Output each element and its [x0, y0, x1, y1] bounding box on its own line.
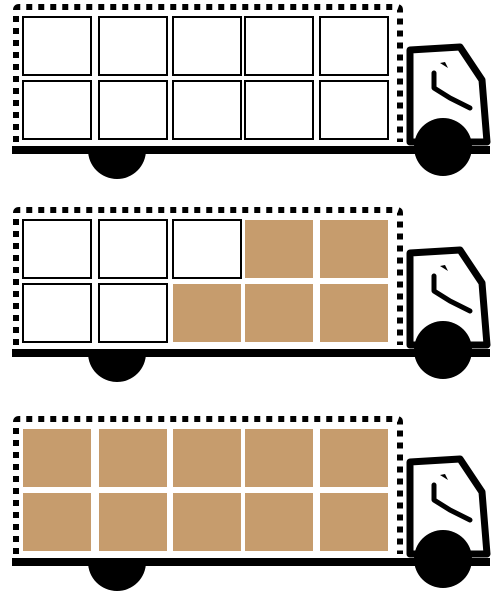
cargo-slot-empty	[23, 284, 91, 342]
cab-window	[434, 73, 470, 108]
cargo-box-filled	[320, 493, 388, 551]
cargo-slot-empty	[320, 17, 388, 75]
cargo-box-filled	[320, 220, 388, 278]
cargo-box-filled	[245, 493, 313, 551]
truck-full	[12, 419, 490, 591]
cargo-box-filled	[245, 220, 313, 278]
cargo-slot-empty	[99, 17, 167, 75]
cargo-box-filled	[99, 429, 167, 487]
rear-wheel-icon	[88, 353, 146, 382]
cargo-slot-empty	[245, 17, 313, 75]
cargo-slot-empty	[173, 17, 241, 75]
cab-mirror	[440, 62, 448, 68]
cargo-box-filled	[173, 429, 241, 487]
cargo-box-filled	[245, 429, 313, 487]
cargo-box-filled	[320, 284, 388, 342]
cargo-slot-empty	[99, 81, 167, 139]
cargo-box-filled	[23, 493, 91, 551]
cargo-box-filled	[99, 493, 167, 551]
rear-wheel-icon	[88, 150, 146, 179]
front-wheel-icon	[414, 530, 472, 588]
cargo-box-filled	[320, 429, 388, 487]
cab-window	[434, 485, 470, 520]
cargo-slot-empty	[173, 220, 241, 278]
cab-mirror	[440, 474, 448, 480]
cab-window	[434, 276, 470, 311]
cargo-slot-empty	[320, 81, 388, 139]
front-wheel-icon	[414, 321, 472, 379]
rear-wheel-icon	[88, 562, 146, 591]
cargo-slot-empty	[23, 220, 91, 278]
front-wheel-icon	[414, 118, 472, 176]
cargo-box-filled	[245, 284, 313, 342]
cargo-slot-empty	[99, 220, 167, 278]
truck-empty	[12, 7, 490, 179]
cargo-slot-empty	[23, 17, 91, 75]
truck-partial	[12, 210, 490, 382]
cargo-slot-empty	[173, 81, 241, 139]
cab-mirror	[440, 265, 448, 271]
cargo-box-filled	[173, 284, 241, 342]
cargo-slot-empty	[99, 284, 167, 342]
cargo-slot-empty	[23, 81, 91, 139]
cargo-box-filled	[23, 429, 91, 487]
cargo-box-filled	[173, 493, 241, 551]
cargo-slot-empty	[245, 81, 313, 139]
